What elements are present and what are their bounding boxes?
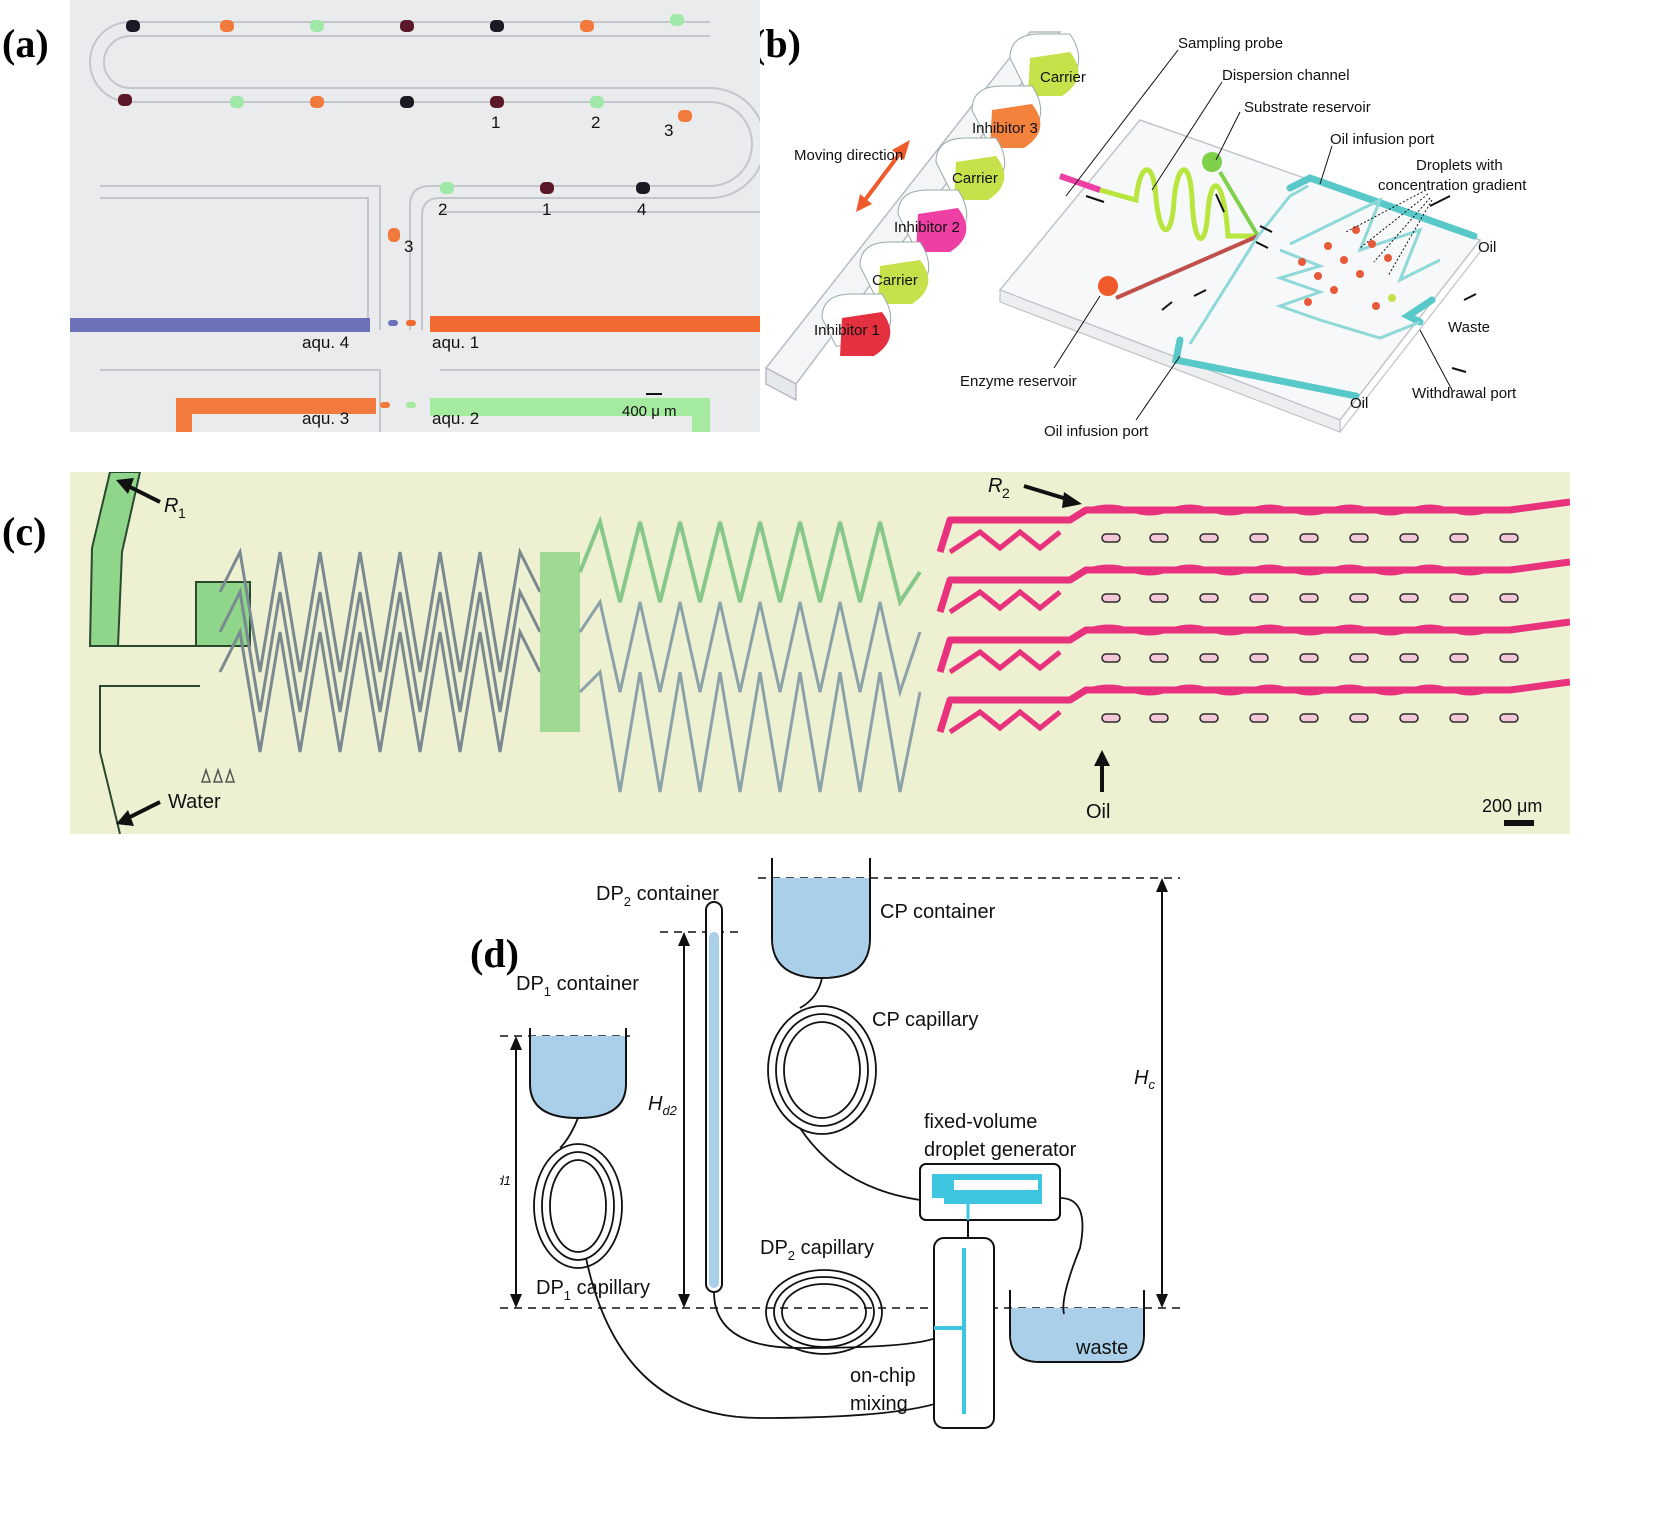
cartridge-carrier-1: Carrier (1040, 69, 1086, 86)
label-oil-right: Oil (1478, 239, 1496, 256)
drop-number-2: 2 (591, 113, 600, 132)
drop-number-3b: 3 (404, 237, 413, 256)
label-water: Water (168, 791, 221, 813)
label-hd1: Hd1 (500, 1163, 511, 1188)
label-on-chip: on-chip (850, 1365, 916, 1387)
label-droplet-generator: droplet generator (924, 1139, 1077, 1161)
label-r2: R (988, 475, 1002, 497)
panel-b-schematic: Carrier Inhibitor 3 Carrier Inhibitor 2 … (764, 31, 1527, 440)
label-enzyme-reservoir: Enzyme reservoir (960, 373, 1077, 390)
label-oil: Oil (1086, 801, 1110, 823)
panel-b-letter: (b) (752, 21, 801, 66)
label-dispersion-channel: Dispersion channel (1222, 67, 1350, 84)
label-dp2-container: DP2 container (596, 883, 719, 909)
panel-c-letter: (c) (2, 509, 47, 554)
drop-number-3: 3 (664, 121, 673, 140)
label-oil-bottom: Oil (1350, 395, 1368, 412)
panel-d-letter: (d) (470, 931, 519, 976)
label-waste: waste (1075, 1337, 1128, 1359)
label-mixing: mixing (850, 1393, 908, 1415)
label-waste: Waste (1448, 319, 1490, 336)
label-r1: R (164, 495, 178, 517)
label-sampling-probe: Sampling probe (1178, 35, 1283, 52)
cartridge-carrier-2: Carrier (952, 170, 998, 187)
label-scale-200um: 200 μm (1482, 796, 1542, 816)
label-dp1-capillary: DP1 capillary (536, 1277, 650, 1303)
inlet-aqu-1: aqu. 1 (432, 333, 479, 352)
label-fixed-volume: fixed-volume (924, 1111, 1037, 1133)
label-hd2: Hd2 (648, 1093, 678, 1118)
label-dp1-container: DP1 container (516, 973, 639, 999)
label-cp-capillary: CP capillary (872, 1009, 978, 1031)
scale-bar-label: 400 μ m (622, 403, 677, 420)
label-oil-infusion-port-top: Oil infusion port (1330, 131, 1435, 148)
cartridge-inhibitor-1: Inhibitor 1 (814, 322, 880, 339)
label-substrate-reservoir: Substrate reservoir (1244, 99, 1371, 116)
inlet-aqu-3: aqu. 3 (302, 409, 349, 428)
inlet-aqu-4: aqu. 4 (302, 333, 349, 352)
cartridge-inhibitor-2: Inhibitor 2 (894, 219, 960, 236)
cartridge-inhibitor-3: Inhibitor 3 (972, 120, 1038, 137)
label-r2-sub: 2 (1002, 485, 1010, 501)
drop-number-4: 4 (637, 200, 646, 219)
drop-number-1b: 1 (542, 200, 551, 219)
label-withdrawal-port: Withdrawal port (1412, 385, 1517, 402)
drop-number-1: 1 (491, 113, 500, 132)
panel-a-letter: (a) (2, 21, 49, 66)
label-cp-container: CP container (880, 901, 996, 923)
panel-a-micrograph: 1 2 3 2 1 4 3 aqu. 4 aqu. 1 aqu. 3 aqu. … (70, 0, 760, 432)
cartridge-carrier-3: Carrier (872, 272, 918, 289)
moving-direction-label: Moving direction (794, 147, 903, 164)
label-oil-infusion-port-bottom: Oil infusion port (1044, 423, 1149, 440)
panel-c-micrograph: R 1 Water R 2 Oil 200 μm (70, 472, 1570, 834)
label-hc: Hc (1134, 1067, 1155, 1092)
moving-direction-arrow (856, 140, 910, 212)
label-dp2-capillary: DP2 capillary (760, 1237, 874, 1263)
label-droplets-line2: concentration gradient (1378, 177, 1527, 194)
drop-number-2b: 2 (438, 200, 447, 219)
panel-d-diagram: DP2 container CP container DP1 container… (500, 858, 1180, 1429)
label-droplets-line1: Droplets with (1416, 157, 1503, 174)
inlet-aqu-2: aqu. 2 (432, 409, 479, 428)
label-r1-sub: 1 (178, 505, 186, 521)
